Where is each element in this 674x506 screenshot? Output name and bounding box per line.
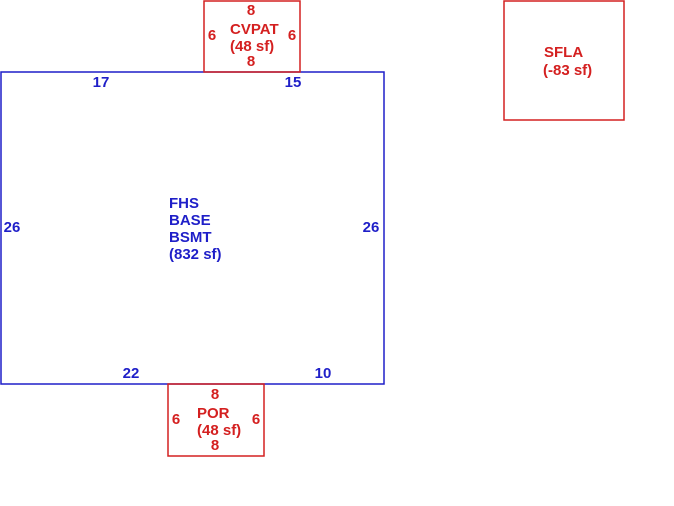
- main-dim-bottom-left: 22: [123, 365, 140, 382]
- cvpat-outline: [203, 0, 301, 73]
- cvpat-dim-top: 8: [247, 2, 255, 19]
- sfla-label: SFLA: [544, 44, 583, 61]
- main-label-line1: FHS: [169, 195, 199, 212]
- sfla-area: (-83 sf): [543, 62, 592, 79]
- por-dim-top: 8: [211, 386, 219, 403]
- cvpat-dim-left: 6: [208, 27, 216, 44]
- por-dim-right: 6: [252, 411, 260, 428]
- main-area: (832 sf): [169, 246, 222, 263]
- main-dim-top-right: 15: [285, 74, 302, 91]
- main-label-line2: BASE: [169, 212, 211, 229]
- por-dim-left: 6: [172, 411, 180, 428]
- cvpat-dim-bottom: 8: [247, 53, 255, 70]
- cvpat-label: CVPAT: [230, 21, 279, 38]
- por-area: (48 sf): [197, 422, 241, 439]
- main-dim-right: 26: [363, 219, 380, 236]
- por-dim-bottom: 8: [211, 437, 219, 454]
- main-label-line3: BSMT: [169, 229, 212, 246]
- por-label: POR: [197, 405, 230, 422]
- main-dim-bottom-right: 10: [315, 365, 332, 382]
- main-dim-left: 26: [4, 219, 21, 236]
- por-outline: [167, 383, 265, 457]
- sfla-outline: [503, 0, 625, 121]
- cvpat-dim-right: 6: [288, 27, 296, 44]
- cvpat-area: (48 sf): [230, 38, 274, 55]
- main-dim-top-left: 17: [93, 74, 110, 91]
